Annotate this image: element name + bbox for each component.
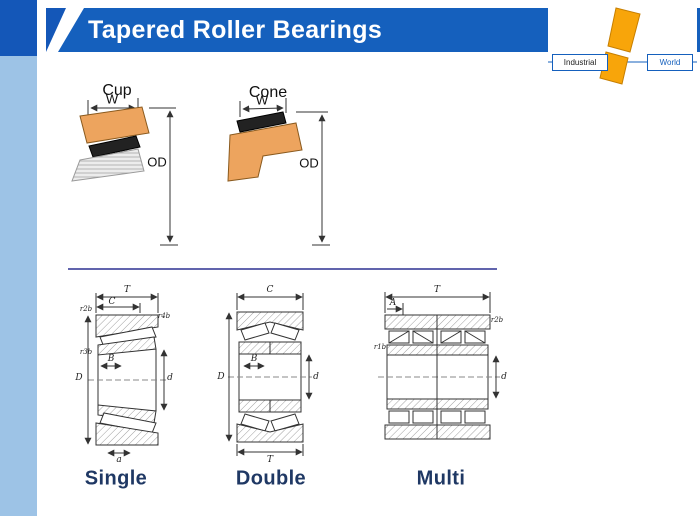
logo-text-industrial: Industrial xyxy=(552,54,608,71)
single-dim-a: a xyxy=(116,455,122,465)
single-dim-d: d xyxy=(167,373,173,383)
single-dim-r4b: r4b xyxy=(157,312,171,320)
caption-multi: Multi xyxy=(416,467,466,490)
single-dim-r3b: r3b xyxy=(79,348,93,356)
single-dim-T: T xyxy=(123,285,131,295)
multi-dim-A: A xyxy=(389,298,397,308)
multi-dim-r1b: r1b xyxy=(373,343,387,351)
multi-dim-d: d xyxy=(501,372,507,382)
cup-od-label: OD xyxy=(147,154,167,170)
single-dim-D: D xyxy=(75,373,83,383)
cone-od-label: OD xyxy=(299,155,319,171)
cup-width-label: W xyxy=(105,91,119,107)
double-dim-T: T xyxy=(266,455,274,465)
logo: Industrial World xyxy=(548,4,697,90)
four-row-drawing xyxy=(378,292,500,440)
double-dim-d: d xyxy=(313,372,319,382)
single-dim-C: C xyxy=(108,297,116,307)
single-row-drawing xyxy=(84,293,168,457)
left-accent-bar xyxy=(0,0,37,516)
double-dim-B: B xyxy=(250,354,258,364)
single-dim-r2b: r2b xyxy=(79,305,93,313)
multi-dim-T: T xyxy=(433,285,441,295)
single-dim-B: B xyxy=(107,354,115,364)
cup-drawing xyxy=(71,98,178,246)
double-dim-D: D xyxy=(217,372,225,382)
cone-width-label: W xyxy=(255,92,269,108)
cup-title: Cup xyxy=(102,82,132,99)
logo-text-world: World xyxy=(647,54,693,71)
cone-drawing xyxy=(227,98,330,246)
slide-title: Tapered Roller Bearings xyxy=(88,15,383,44)
caption-double: Double xyxy=(235,467,307,490)
caption-single: Single xyxy=(84,467,148,490)
multi-dim-r2b: r2b xyxy=(490,316,504,324)
corner-accent-square xyxy=(0,0,37,56)
cone-title: Cone xyxy=(248,84,288,101)
double-dim-C: C xyxy=(266,285,274,295)
double-row-drawing xyxy=(225,293,313,456)
